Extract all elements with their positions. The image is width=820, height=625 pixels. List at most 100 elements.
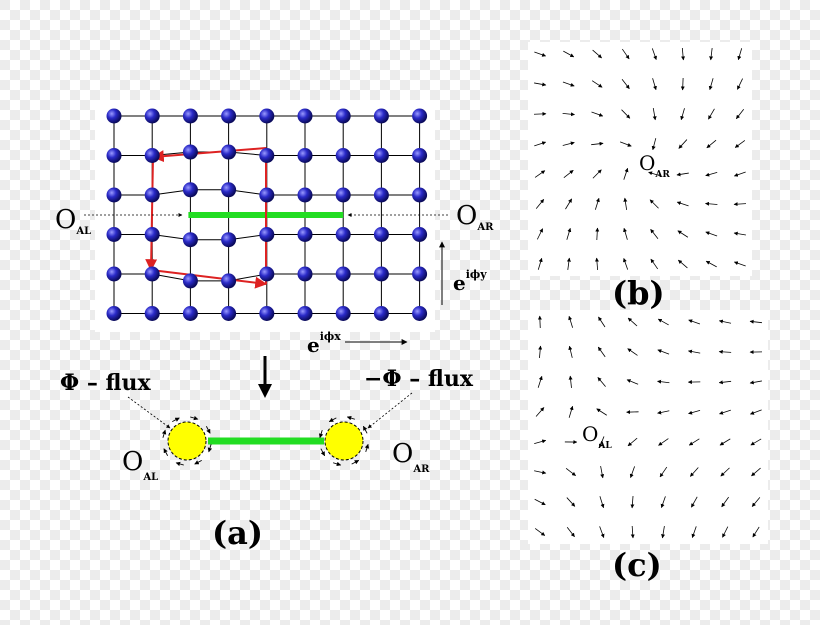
- field-arrow: [681, 47, 686, 61]
- field-arrow: [563, 169, 574, 179]
- field-arrow: [534, 439, 547, 445]
- field-arrow: [566, 497, 576, 507]
- field-arrow: [627, 317, 638, 327]
- vortex-circulation-arrows: [161, 415, 370, 467]
- lattice-site: [373, 187, 389, 203]
- field-arrow: [688, 319, 701, 325]
- lattice-site: [106, 227, 122, 242]
- field-arrow: [597, 346, 606, 358]
- field-arrow: [534, 528, 546, 536]
- field-arrow: [623, 167, 629, 180]
- circulation-arrow: [346, 415, 356, 421]
- right-operator-label: OAR: [456, 201, 494, 233]
- circulation-arrow: [332, 461, 342, 467]
- field-arrow: [751, 467, 761, 477]
- field-arrow: [705, 231, 718, 237]
- caption-c: (c): [612, 546, 662, 584]
- vector-field-b: [528, 42, 752, 276]
- lattice-sites: [106, 108, 428, 321]
- field-arrow: [598, 316, 606, 328]
- field-arrow: [538, 345, 543, 359]
- field-arrow: [629, 466, 635, 479]
- field-arrow: [599, 496, 605, 509]
- lattice-site: [221, 182, 237, 198]
- field-arrow: [718, 380, 732, 385]
- left-operator-label: OAL: [55, 205, 91, 237]
- field-arrow: [659, 466, 668, 478]
- circulation-arrow: [190, 415, 199, 421]
- field-arrow: [733, 231, 746, 236]
- lattice-site: [297, 227, 313, 242]
- field-arrow: [621, 109, 631, 119]
- transform-arrow-head: [258, 384, 272, 398]
- red-loop: [145, 146, 272, 289]
- field-arrow: [751, 497, 761, 507]
- field-arrow: [623, 197, 628, 210]
- panel-b-operator-label: OAR: [639, 151, 670, 180]
- circulation-arrow: [362, 425, 368, 434]
- lattice-site: [297, 108, 313, 124]
- field-arrow: [537, 315, 542, 329]
- right-vortex-operator-label: OAR: [392, 439, 430, 475]
- field-arrow: [568, 315, 574, 328]
- circulation-arrow: [320, 448, 326, 457]
- field-arrow: [650, 228, 659, 239]
- lattice-site: [373, 306, 389, 321]
- field-arrow: [750, 438, 762, 446]
- field-arrow: [535, 199, 545, 209]
- lattice-site: [144, 108, 160, 124]
- phase-y-label: eiϕy: [453, 268, 487, 295]
- field-arrow: [708, 78, 714, 91]
- loop-arrow: [150, 269, 268, 289]
- field-arrow: [657, 410, 670, 415]
- lattice-site: [335, 108, 351, 124]
- field-arrow: [719, 438, 731, 446]
- field-arrow: [708, 108, 715, 120]
- field-arrow: [658, 438, 669, 446]
- lattice-site: [412, 108, 428, 124]
- loop-arrow: [145, 156, 158, 272]
- lattice-site: [182, 182, 198, 198]
- field-arrow: [621, 79, 630, 90]
- field-arrow: [691, 526, 697, 539]
- lattice-site: [221, 273, 237, 289]
- field-arrow: [722, 526, 729, 538]
- circulation-arrow: [163, 448, 169, 456]
- field-arrow: [705, 171, 718, 177]
- field-arrow: [536, 228, 544, 240]
- field-arrow: [649, 199, 659, 209]
- lattice-site: [335, 266, 351, 282]
- lattice-site: [373, 227, 389, 242]
- field-arrow: [680, 108, 685, 121]
- field-arrow: [718, 349, 732, 354]
- lattice-site: [106, 148, 122, 163]
- lattice-site: [373, 266, 389, 282]
- field-arrow: [652, 78, 657, 91]
- lattice-site: [182, 144, 198, 160]
- field-arrow: [534, 141, 547, 147]
- vector-field-b-arrows: [533, 47, 747, 271]
- field-arrow: [749, 319, 763, 324]
- field-arrow: [627, 348, 638, 356]
- field-arrow: [718, 319, 732, 324]
- field-arrow: [687, 349, 701, 354]
- lattice-site: [144, 266, 160, 282]
- field-arrow: [562, 141, 575, 146]
- field-arrow: [599, 526, 605, 539]
- field-arrow: [591, 141, 604, 146]
- caption-b: (b): [612, 274, 665, 312]
- field-arrow: [749, 380, 762, 385]
- field-arrow: [689, 467, 699, 477]
- field-arrow: [648, 171, 661, 177]
- field-arrow: [719, 409, 731, 415]
- field-arrow: [677, 230, 689, 238]
- lattice-site: [412, 306, 428, 321]
- field-arrow: [733, 202, 747, 207]
- field-arrow: [680, 77, 685, 91]
- circulation-arrow: [364, 443, 370, 453]
- lattice-site: [144, 148, 160, 163]
- lattice-site: [297, 148, 313, 163]
- field-arrow: [688, 409, 701, 415]
- field-arrow: [705, 201, 718, 206]
- field-arrow: [562, 112, 575, 117]
